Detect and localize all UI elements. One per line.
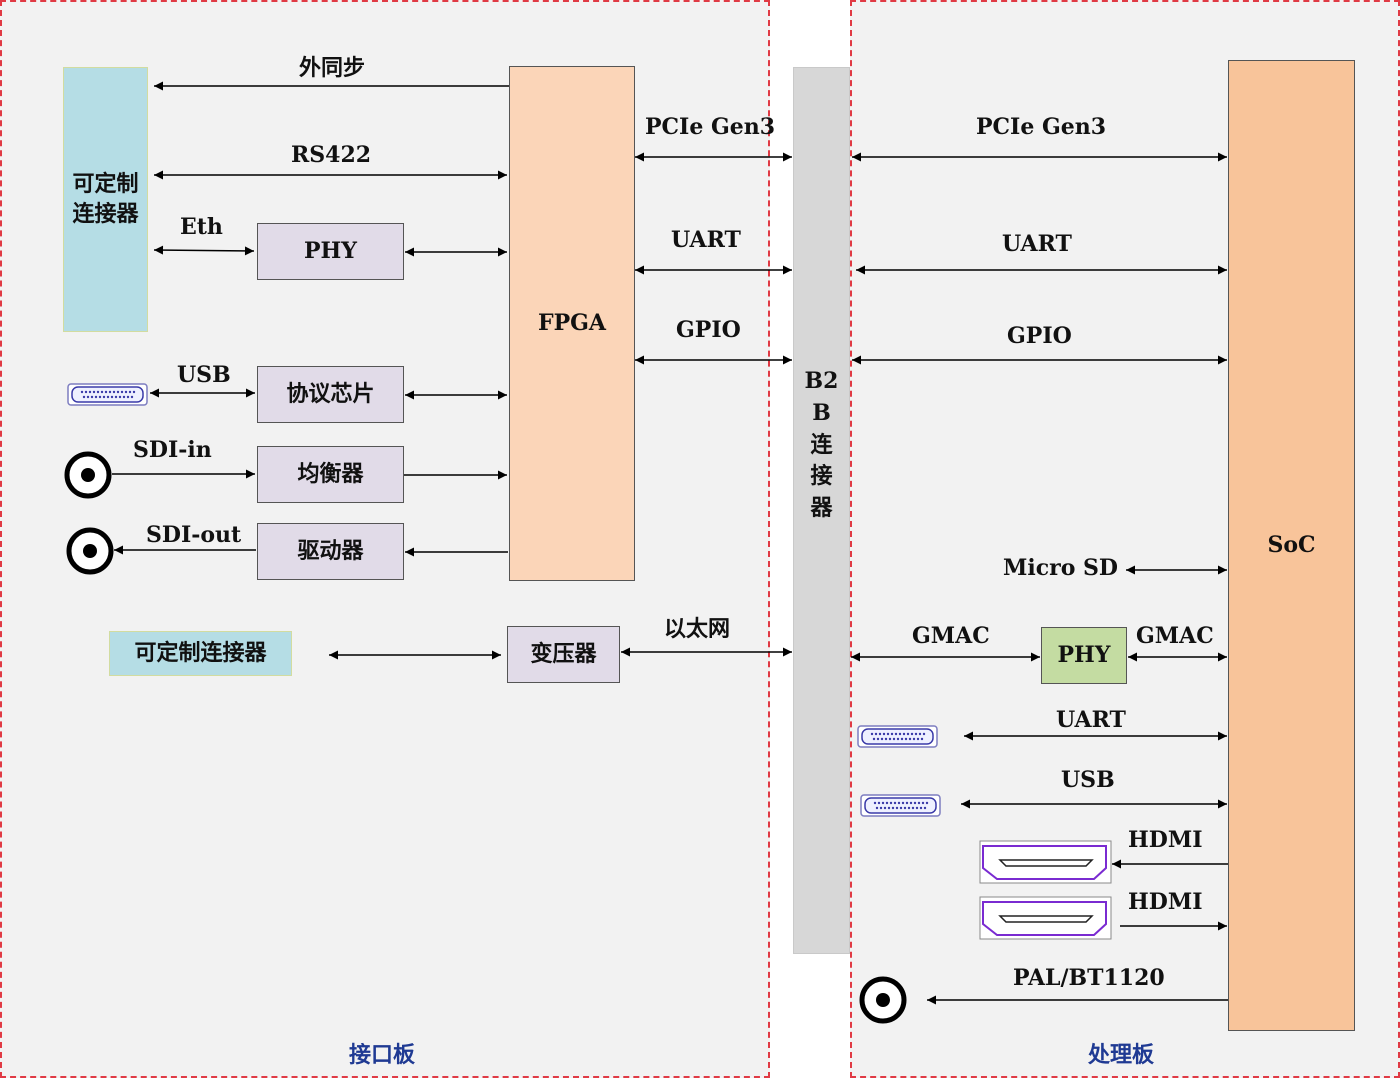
- interface-board-caption: 接口板: [349, 1042, 416, 1068]
- pal-coax-icon: [859, 976, 907, 1024]
- label-gpio-right: GPIO: [1007, 323, 1072, 349]
- label-uart-right: UART: [1002, 231, 1072, 257]
- label-gmac-right: GMAC: [1136, 623, 1214, 649]
- label-uart2: UART: [1056, 707, 1126, 733]
- usb-connector-icon: [67, 383, 148, 406]
- label-pcie-left: PCIe Gen3: [645, 114, 776, 140]
- label-micro-sd: Micro SD: [1003, 555, 1118, 581]
- eth-arrow: [153, 245, 255, 256]
- sdi-in-coax-icon: [64, 451, 112, 499]
- protocol-chip-box: 协议芯片: [257, 366, 404, 423]
- label-rs422: RS422: [291, 142, 372, 168]
- label-eth: Eth: [180, 214, 223, 240]
- sdi-out-coax-icon: [66, 527, 114, 575]
- uart-connector-icon: [857, 725, 938, 748]
- label-usb-right: USB: [1061, 767, 1115, 793]
- label-uart-left: UART: [671, 227, 741, 253]
- label-sdi-out: SDI-out: [146, 522, 242, 548]
- label-hdmi1: HDMI: [1128, 827, 1203, 853]
- custom-connector-top: 可定制 连接器: [63, 67, 148, 332]
- hdmi-connector-icon: [979, 840, 1112, 884]
- b2b-connector: B2 B 连 接 器: [793, 67, 850, 954]
- driver-box: 驱动器: [257, 523, 404, 580]
- label-pcie-right: PCIe Gen3: [976, 114, 1107, 140]
- transformer-box: 变压器: [507, 626, 620, 683]
- label-gpio-left: GPIO: [676, 317, 741, 343]
- label-gmac-left: GMAC: [912, 623, 990, 649]
- label-pal: PAL/BT1120: [1013, 965, 1165, 991]
- equalizer-box: 均衡器: [257, 446, 404, 503]
- label-hdmi2: HDMI: [1128, 889, 1203, 915]
- label-ethernet: 以太网: [664, 616, 731, 642]
- usb-right-connector-icon: [860, 794, 941, 817]
- label-ext-sync: 外同步: [299, 55, 366, 81]
- custom-connector-bottom: 可定制连接器: [109, 631, 292, 676]
- fpga-box: FPGA: [509, 66, 635, 581]
- hdmi-connector-icon: [979, 896, 1112, 940]
- phy-right-box: PHY: [1041, 627, 1127, 684]
- phy-box: PHY: [257, 223, 404, 280]
- label-sdi-in: SDI-in: [133, 437, 212, 463]
- soc-box: SoC: [1228, 60, 1355, 1031]
- processing-board-caption: 处理板: [1088, 1042, 1155, 1068]
- label-usb: USB: [177, 362, 231, 388]
